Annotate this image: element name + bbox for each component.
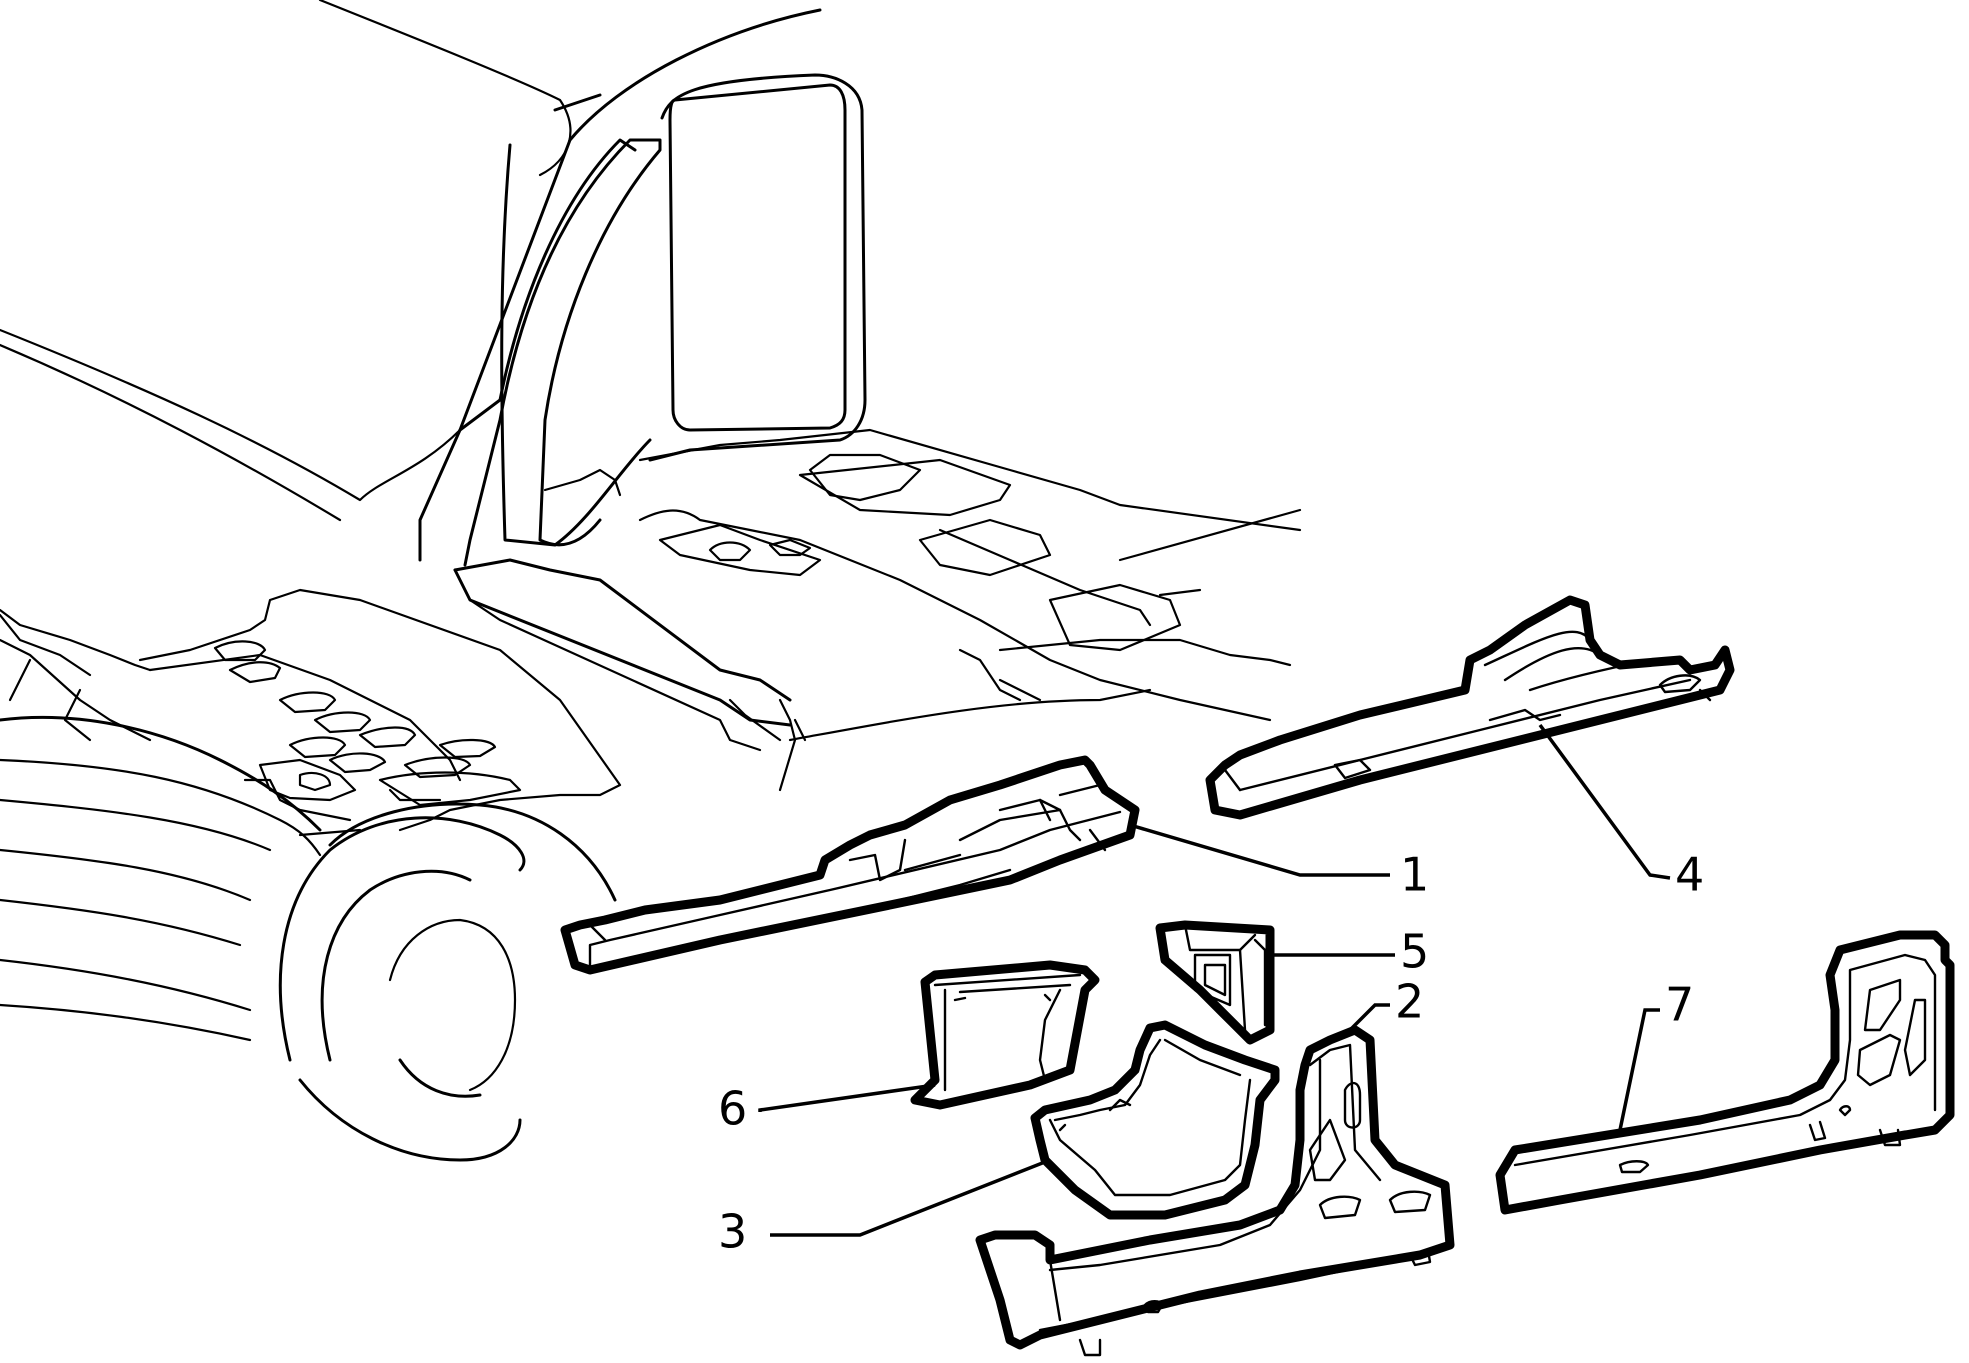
part-4-rear-sill-member [1205,595,1735,820]
callout-7: 7 [1665,978,1694,1032]
leader-1 [1129,823,1390,877]
callout-4: 4 [1675,848,1704,902]
callout-2: 2 [1395,975,1424,1029]
part-3-floor-corner-panel [1030,1020,1280,1220]
callout-1: 1 [1400,848,1429,902]
part-6-bracket [910,960,1100,1110]
callout-6: 6 [718,1082,747,1136]
leader-7 [1618,1008,1660,1131]
callout-3: 3 [718,1205,747,1259]
leader-4 [1538,723,1671,880]
part-5-gusset [1155,920,1275,1045]
part-1-front-sill-member [560,755,1140,975]
leader-lines [758,723,1671,1237]
part-7-rear-pillar-panel [1495,930,1955,1215]
leader-2 [1348,1003,1390,1032]
part-2-lower-pillar-panel [975,1025,1455,1357]
leader-3 [770,1158,1051,1237]
callout-5: 5 [1400,925,1429,979]
callout-labels: 1 4 5 2 7 6 3 [718,848,1704,1259]
leader-6 [758,1083,936,1112]
vehicle-body-linework [0,0,1302,1162]
